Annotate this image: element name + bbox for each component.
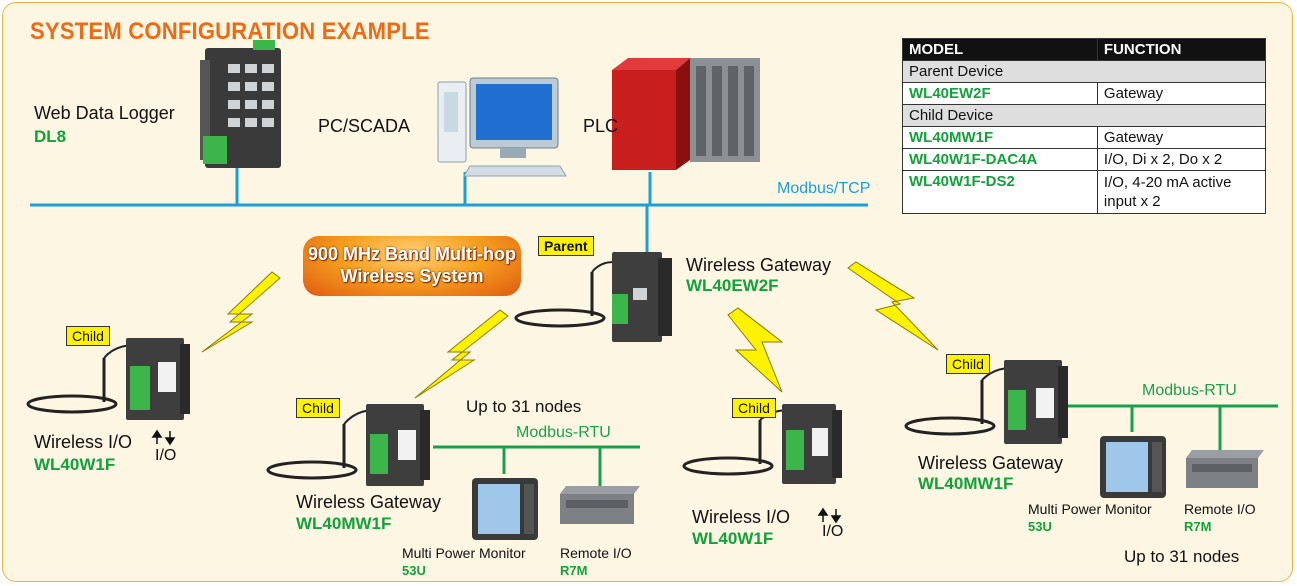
rs485-right	[1067, 404, 1278, 450]
remote-io-a-name: Remote I/O	[560, 545, 632, 561]
ethernet-bus	[30, 168, 868, 256]
child-io-center-name: Wireless I/O	[692, 507, 791, 527]
table-section-row: Parent Device	[902, 60, 1266, 83]
table-section-child: Child Device	[902, 104, 1266, 127]
table-header-function: FUNCTION	[1096, 38, 1267, 61]
rs485-center	[433, 445, 640, 486]
model-function-table: MODEL FUNCTION Parent Device WL40EW2F Ga…	[902, 38, 1267, 214]
table-cell-function: I/O, Di x 2, Do x 2	[1096, 148, 1267, 171]
child-tag: Child	[946, 354, 990, 374]
child-io-center-io-label: I/O	[822, 523, 844, 540]
table-header-row: MODEL FUNCTION	[902, 38, 1267, 61]
remote-io-b-model: R7M	[1184, 519, 1212, 534]
lightning-bolt-right	[847, 261, 939, 351]
child-io-center-model: WL40W1F	[692, 529, 774, 548]
power-monitor-a-model: 53U	[402, 563, 426, 578]
table-header-model: MODEL	[902, 38, 1098, 61]
remote-io-a-icon	[560, 486, 640, 524]
wireless-system-banner: 900 MHz Band Multi-hop Wireless System	[303, 236, 521, 296]
child-gateway-center-icon	[266, 404, 430, 486]
child-gateway-right-model: WL40MW1F	[918, 474, 1014, 493]
child-tag: Child	[296, 398, 340, 418]
table-cell-model: WL40EW2F	[902, 82, 1098, 105]
remote-io-b-name: Remote I/O	[1184, 501, 1256, 517]
banner-line-1: 900 MHz Band Multi-hop	[308, 244, 516, 264]
lightning-bolt-center-left	[414, 309, 509, 399]
banner-line-2: Wireless System	[340, 266, 484, 286]
child-io-center-icon	[682, 404, 842, 484]
remote-io-a-model: R7M	[560, 563, 588, 578]
table-cell-model: WL40W1F-DAC4A	[902, 148, 1098, 171]
table-row: WL40W1F-DS2 I/O, 4-20 mA active input x …	[902, 170, 1267, 214]
child-gateway-right-icon	[904, 360, 1068, 444]
child-gateway-center-model: WL40MW1F	[296, 514, 392, 533]
data-logger-name: Web Data Logger	[34, 103, 175, 123]
table-cell-model: WL40MW1F	[902, 126, 1098, 149]
ethernet-label: Modbus/TCP	[777, 180, 871, 197]
power-monitor-a-icon	[472, 478, 538, 540]
io-arrows-center-icon	[817, 507, 842, 524]
table-cell-function: Gateway	[1096, 126, 1267, 149]
power-monitor-b-name: Multi Power Monitor	[1028, 501, 1152, 517]
power-monitor-b-model: 53U	[1028, 519, 1052, 534]
child-tag: Child	[732, 398, 776, 418]
child-gateway-right-name: Wireless Gateway	[918, 453, 1064, 473]
table-cell-model: WL40W1F-DS2	[902, 170, 1098, 214]
page-title: SYSTEM CONFIGURATION EXAMPLE	[30, 18, 430, 45]
parent-gateway-icon	[514, 252, 672, 342]
data-logger-model: DL8	[34, 127, 67, 146]
radio-links	[201, 261, 939, 399]
data-logger-icon	[200, 40, 281, 168]
table-row: WL40EW2F Gateway	[902, 82, 1267, 105]
child-io-left-model: WL40W1F	[34, 455, 116, 474]
child-gateway-center-name: Wireless Gateway	[296, 492, 442, 512]
table-cell-function: Gateway	[1096, 82, 1267, 105]
remote-io-b-icon	[1186, 450, 1264, 488]
power-monitor-b-icon	[1100, 436, 1166, 498]
table-section-row: Child Device	[902, 104, 1266, 127]
plc-label: PLC	[583, 116, 619, 136]
lightning-bolt-left	[201, 271, 281, 353]
child-io-left-name: Wireless I/O	[34, 432, 133, 452]
rs485-right-label: Modbus-RTU	[1142, 382, 1237, 399]
rs485-center-label: Modbus-RTU	[516, 424, 611, 441]
parent-gateway-model: WL40EW2F	[686, 276, 779, 295]
child-io-left-io-label: I/O	[155, 447, 177, 464]
pc-icon	[437, 77, 567, 177]
table-row: WL40W1F-DAC4A I/O, Di x 2, Do x 2	[902, 148, 1267, 171]
lightning-bolt-center-right	[727, 307, 784, 393]
pc-label: PC/SCADA	[318, 116, 411, 136]
power-monitor-a-name: Multi Power Monitor	[402, 545, 526, 561]
nodes-note-center: Up to 31 nodes	[466, 397, 582, 416]
child-tag: Child	[66, 326, 110, 346]
io-arrows-left-icon	[151, 429, 176, 446]
table-section-parent: Parent Device	[902, 60, 1266, 83]
table-row: WL40MW1F Gateway	[902, 126, 1267, 149]
nodes-note-right: Up to 31 nodes	[1124, 547, 1240, 566]
parent-tag: Parent	[538, 236, 594, 256]
table-cell-function: I/O, 4-20 mA active input x 2	[1096, 170, 1267, 214]
parent-gateway-name: Wireless Gateway	[686, 255, 832, 275]
child-io-left-icon	[26, 338, 190, 420]
plc-icon	[612, 58, 760, 170]
